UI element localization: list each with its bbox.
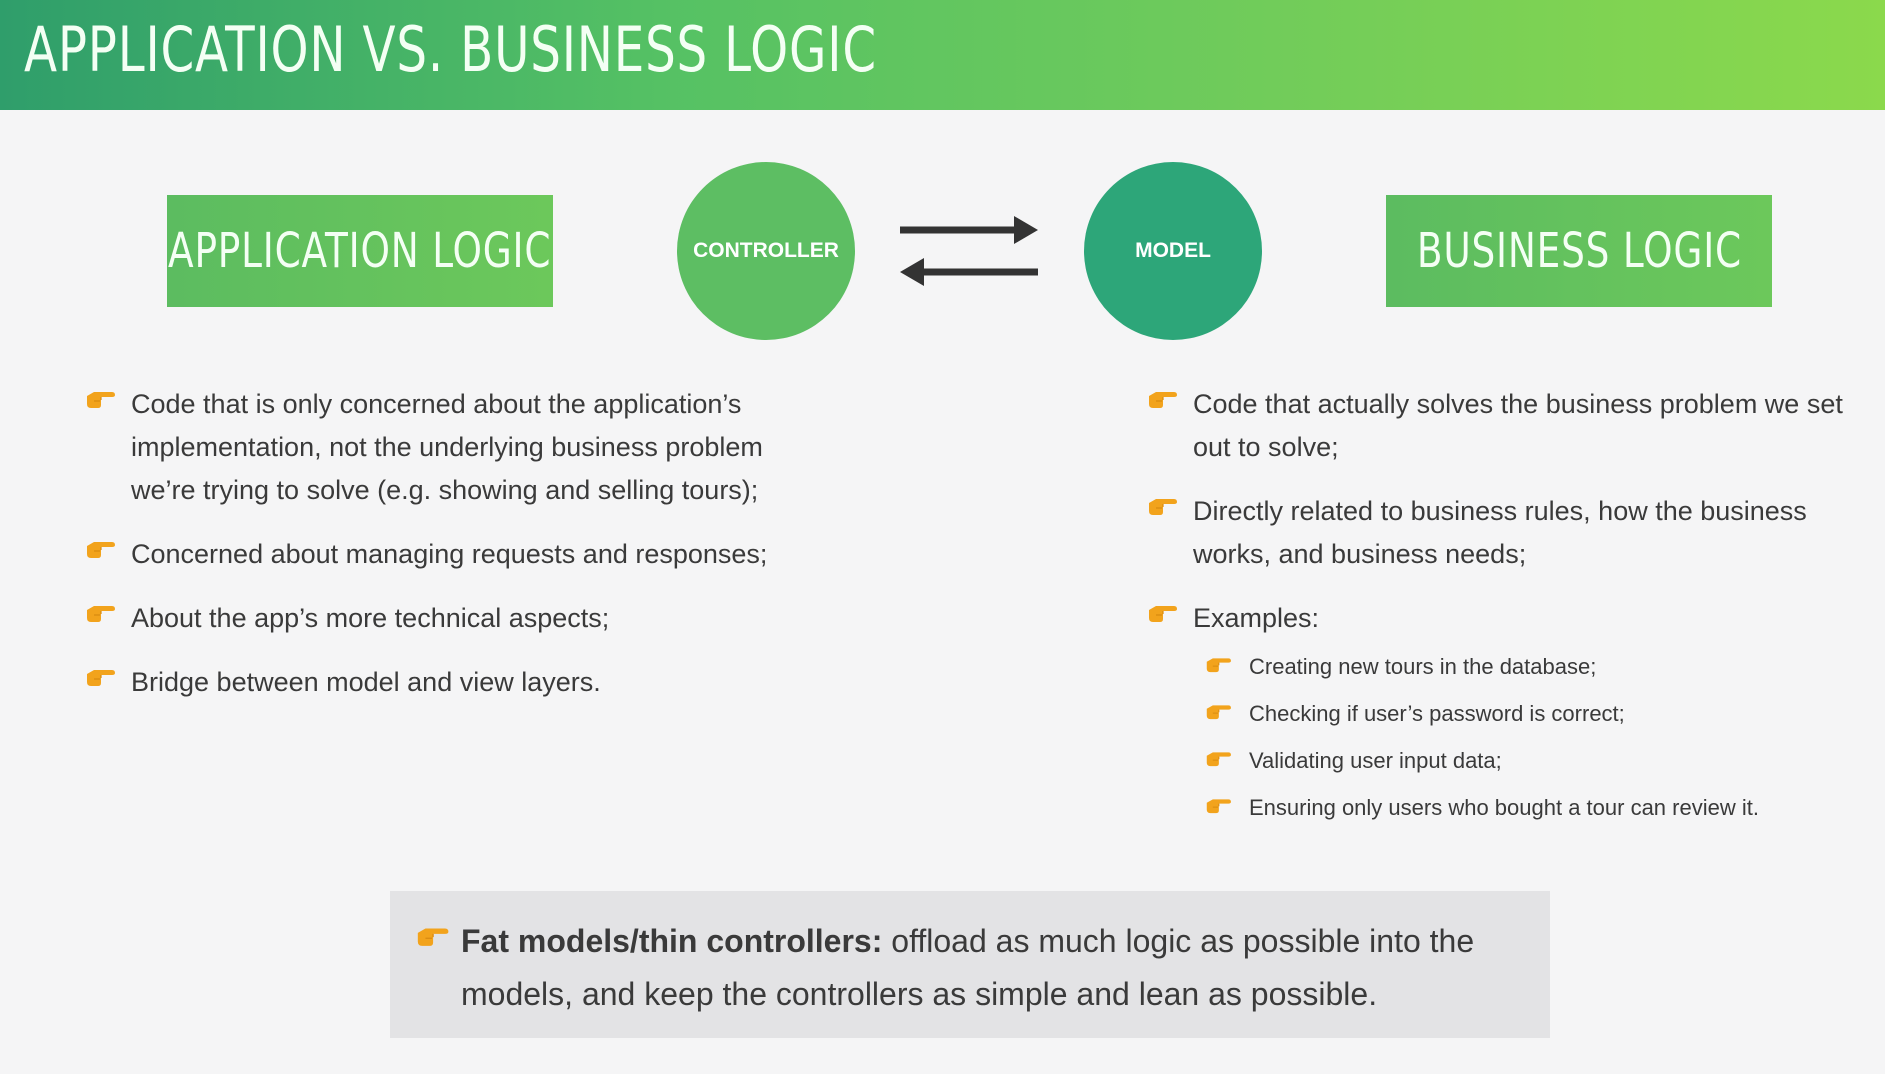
pointing-hand-icon — [1205, 795, 1231, 814]
pointing-hand-icon — [85, 601, 115, 623]
pointing-hand-icon — [85, 387, 115, 409]
application-logic-list: Code that is only concerned about the ap… — [131, 383, 811, 725]
business-logic-label: BUSINESS LOGIC — [1416, 223, 1742, 279]
example-item: Checking if user’s password is correct; — [1249, 699, 1873, 729]
pointing-hand-icon — [1205, 654, 1231, 673]
pointing-hand-icon — [1147, 601, 1177, 623]
bidirectional-arrows-icon — [900, 216, 1038, 286]
list-item: About the app’s more technical aspects; — [131, 597, 811, 640]
application-logic-box: APPLICATION LOGIC — [167, 195, 553, 307]
business-logic-box: BUSINESS LOGIC — [1386, 195, 1772, 307]
example-item: Creating new tours in the database; — [1249, 652, 1873, 682]
business-logic-list: Code that actually solves the business p… — [1193, 383, 1873, 844]
list-item: Directly related to business rules, how … — [1193, 490, 1873, 576]
list-item: Concerned about managing requests and re… — [131, 533, 811, 576]
callout-bold-label: Fat models/thin controllers: — [461, 923, 883, 959]
callout-text: Fat models/thin controllers: offload as … — [461, 915, 1501, 1021]
model-circle: MODEL — [1084, 162, 1262, 340]
controller-circle: CONTROLLER — [677, 162, 855, 340]
pointing-hand-icon — [1205, 701, 1231, 720]
pointing-hand-icon — [85, 665, 115, 687]
pointing-hand-icon — [1147, 387, 1177, 409]
list-item: Code that actually solves the business p… — [1193, 383, 1873, 469]
pointing-hand-icon — [1147, 494, 1177, 516]
example-item: Validating user input data; — [1249, 746, 1873, 776]
application-logic-label: APPLICATION LOGIC — [168, 223, 552, 279]
controller-label: CONTROLLER — [693, 239, 839, 262]
example-item: Ensuring only users who bought a tour ca… — [1249, 793, 1873, 823]
examples-list: Creating new tours in the database; Chec… — [1249, 652, 1873, 823]
list-item: Examples: Creating new tours in the data… — [1193, 597, 1873, 823]
list-item: Bridge between model and view layers. — [131, 661, 811, 704]
header-bar: APPLICATION VS. BUSINESS LOGIC — [0, 0, 1885, 110]
pointing-hand-icon — [1205, 748, 1231, 767]
page-title: APPLICATION VS. BUSINESS LOGIC — [24, 13, 877, 86]
list-item: Code that is only concerned about the ap… — [131, 383, 811, 512]
fat-models-callout: Fat models/thin controllers: offload as … — [390, 891, 1550, 1038]
pointing-hand-icon — [415, 923, 449, 947]
model-label: MODEL — [1135, 239, 1211, 262]
callout-body: offload as much logic as possible into t… — [461, 923, 1475, 1012]
pointing-hand-icon — [85, 537, 115, 559]
